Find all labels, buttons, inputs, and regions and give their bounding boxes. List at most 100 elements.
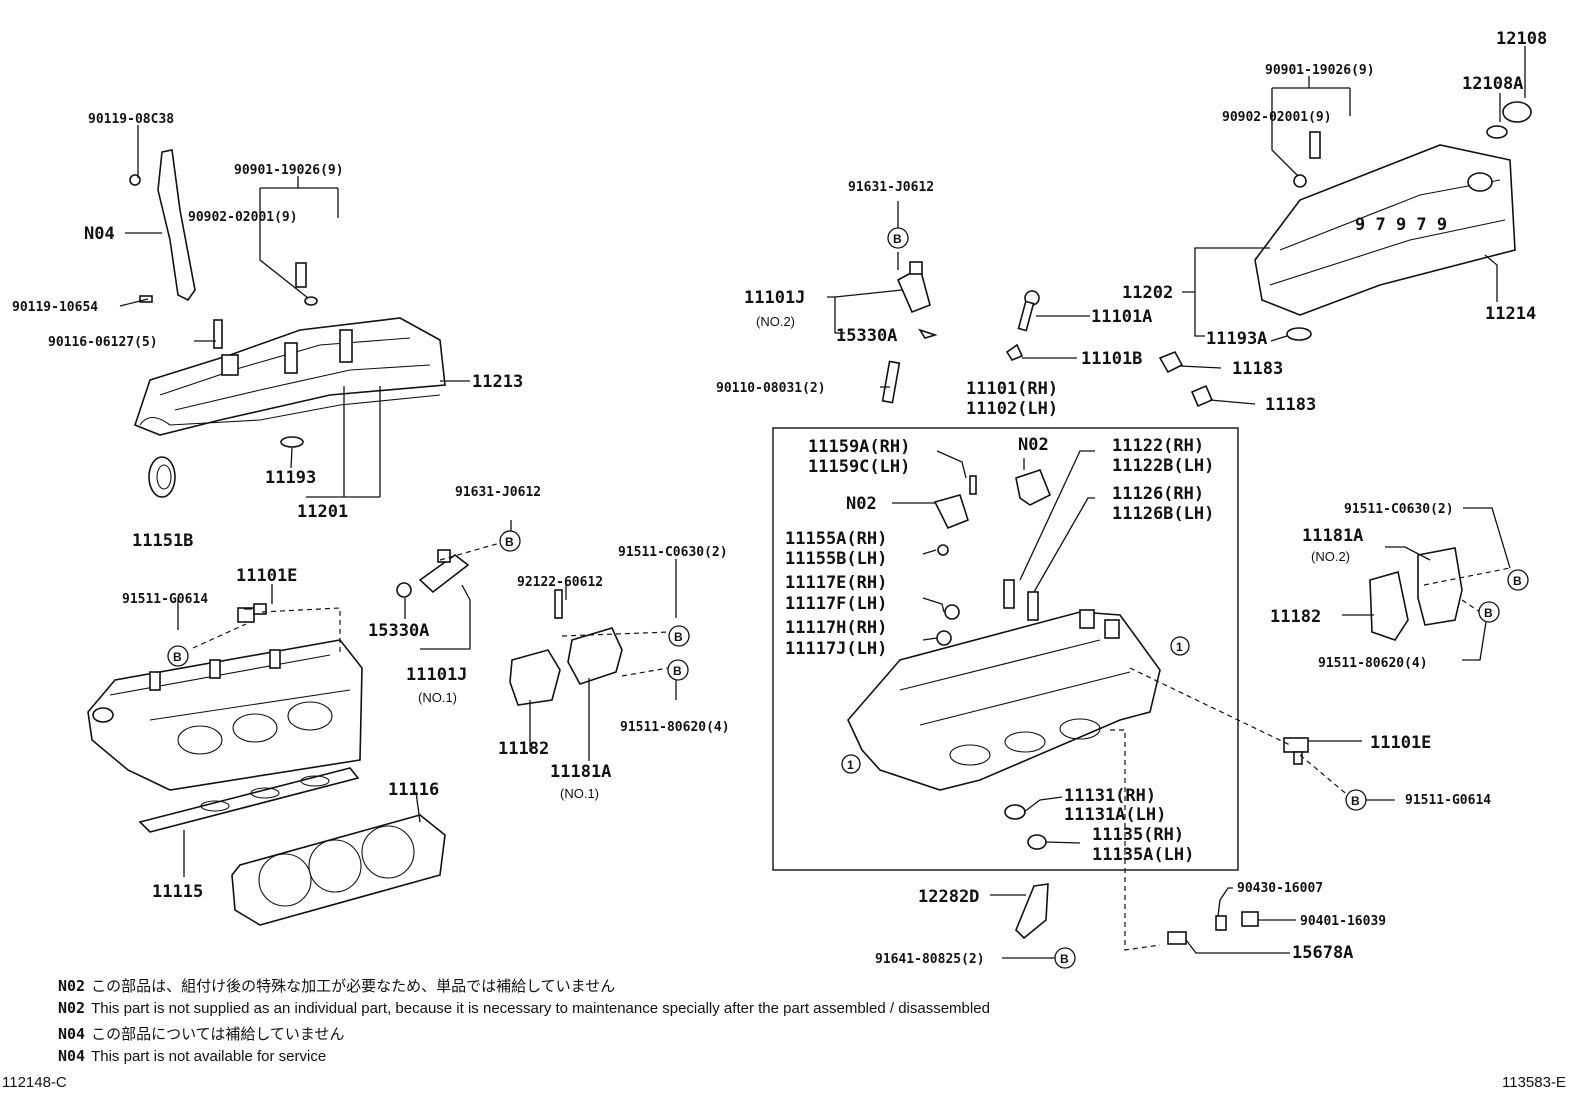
label-11183-a: 11183 — [1232, 359, 1283, 379]
leader-lines — [119, 46, 1526, 959]
seal-11151b — [148, 456, 176, 498]
svg-text:B: B — [505, 535, 514, 549]
label-no1-b: (NO.1) — [560, 786, 599, 801]
oil-bracket-no1 — [509, 589, 623, 706]
label-11151b: 11151B — [132, 531, 193, 551]
label-90119-08c38: 90119-08C38 — [88, 112, 174, 127]
label-11155a-rh: 11155A(RH) — [785, 529, 887, 549]
grommet-11193a — [1286, 327, 1312, 341]
plugs-11131-11135 — [1004, 804, 1047, 850]
note-n04-jp: N04 この部品については補給していません — [58, 1023, 344, 1044]
svg-text:B: B — [1513, 574, 1522, 588]
bracket-n04 — [129, 149, 196, 303]
label-91511-80620-right: 91511-80620(4) — [1318, 656, 1428, 671]
plug-11183 — [1158, 350, 1214, 408]
label-12282d: 12282D — [918, 887, 979, 907]
note-code: N04 — [58, 1025, 86, 1043]
assembly-dash-lines — [192, 542, 1511, 951]
label-11182-mid: 11182 — [498, 739, 549, 759]
label-11101-rh: 11101(RH) — [966, 379, 1058, 399]
note-n02-en: N02 This part is not supplied as an indiv… — [58, 999, 990, 1017]
svg-text:B: B — [1351, 794, 1360, 808]
label-11183-b: 11183 — [1265, 395, 1316, 415]
label-91511-g0614-left: 91511-G0614 — [122, 592, 208, 607]
label-91511-c0630-mid: 91511-C0630(2) — [618, 545, 728, 560]
plugs-11117 — [936, 475, 977, 646]
label-11193a: 11193A — [1206, 329, 1267, 349]
svg-text:B: B — [673, 664, 682, 678]
label-12108: 12108 — [1496, 29, 1547, 49]
circle-markers: B B B B B B B B B 1 1 — [167, 227, 1529, 969]
label-11101a: 11101A — [1091, 307, 1152, 327]
label-15330a-top: 15330A — [836, 326, 897, 346]
note-text: この部品については補給していません — [91, 1026, 345, 1043]
label-11101j-no1: 11101J — [406, 665, 467, 685]
label-11126b-lh: 11126B(LH) — [1112, 504, 1214, 524]
label-11214: 11214 — [1485, 304, 1536, 324]
label-11193: 11193 — [265, 468, 316, 488]
label-no1-a: (NO.1) — [418, 690, 457, 705]
figure-code-right: 113583-E — [1502, 1074, 1566, 1091]
label-11117j-lh: 11117J(LH) — [785, 639, 887, 659]
label-91641-80825: 91641-80825(2) — [875, 952, 985, 967]
svg-text:B: B — [674, 630, 683, 644]
head-gasket-11116 — [231, 814, 446, 926]
label-90116-06127: 90116-06127(5) — [48, 335, 158, 350]
note-text: This part is not supplied as an individu… — [91, 1000, 990, 1017]
label-15330a-mid: 15330A — [368, 621, 429, 641]
cylinder-head-left — [87, 639, 363, 791]
oil-bracket-no2 — [1369, 547, 1463, 641]
label-91511-g0614-right: 91511-G0614 — [1405, 793, 1491, 808]
label-11101e-right: 11101E — [1370, 733, 1431, 753]
note-code: N04 — [58, 1047, 86, 1065]
label-15678a: 15678A — [1292, 943, 1353, 963]
label-n02-a: N02 — [1018, 435, 1049, 455]
label-11155b-lh: 11155B(LH) — [785, 549, 887, 569]
note-n04-en: N04 This part is not available for servic… — [58, 1047, 326, 1065]
valve-cover-left — [134, 317, 446, 436]
label-11122b-lh: 11122B(LH) — [1112, 456, 1214, 476]
label-11181a-no1: 11181A — [550, 762, 611, 782]
label-11131a-lh: 11131A(LH) — [1064, 805, 1166, 825]
note-text: This part is not available for service — [91, 1048, 327, 1065]
stud-bolt-left — [213, 319, 223, 349]
bolt-11101a — [1005, 290, 1040, 361]
label-92122-60612: 92122-60612 — [517, 575, 603, 590]
label-11117f-lh: 11117F(LH) — [785, 594, 887, 614]
svg-text:B: B — [1484, 606, 1493, 620]
valve-guides — [1003, 579, 1039, 621]
label-91631-j0612-top: 91631-J0612 — [848, 180, 934, 195]
label-90902-02001-left: 90902-02001(9) — [188, 210, 298, 225]
label-11115: 11115 — [152, 882, 203, 902]
label-91511-80620-mid: 91511-80620(4) — [620, 720, 730, 735]
vvt-valve-no1 — [396, 549, 470, 598]
cam-sensor-left — [237, 603, 267, 623]
note-code: N02 — [58, 999, 86, 1017]
svg-text:B: B — [173, 650, 182, 664]
label-90902-02001-right: 90902-02001(9) — [1222, 110, 1332, 125]
svg-text:1: 1 — [847, 758, 854, 772]
pcv-valve-right — [1293, 131, 1321, 188]
grommet-11193 — [280, 436, 304, 448]
label-90901-19026-right: 90901-19026(9) — [1265, 63, 1375, 78]
vvt-valve-no2 — [896, 261, 938, 339]
label-11159a-rh: 11159A(RH) — [808, 437, 910, 457]
label-11131-rh: 11131(RH) — [1064, 786, 1156, 806]
pcv-valve-left — [295, 262, 318, 306]
cylinder-head-assembly-box — [772, 427, 1239, 871]
svg-text:1: 1 — [1176, 640, 1183, 654]
label-90401-16039: 90401-16039 — [1300, 914, 1386, 929]
gasket-11115 — [138, 767, 360, 833]
label-11102-lh: 11102(LH) — [966, 399, 1058, 419]
cam-sensor-right — [1283, 737, 1309, 765]
figure-code-left: 112148-C — [2, 1074, 67, 1091]
label-90430-16007: 90430-16007 — [1237, 881, 1323, 896]
note-code: N02 — [58, 977, 86, 995]
label-90110-08031: 90110-08031(2) — [716, 381, 826, 396]
label-91631-j0612-mid: 91631-J0612 — [455, 485, 541, 500]
label-11213: 11213 — [472, 372, 523, 392]
label-11101e-left: 11101E — [236, 566, 297, 586]
bracket-12282d — [1015, 883, 1049, 940]
label-11135-rh: 11135(RH) — [1092, 825, 1184, 845]
